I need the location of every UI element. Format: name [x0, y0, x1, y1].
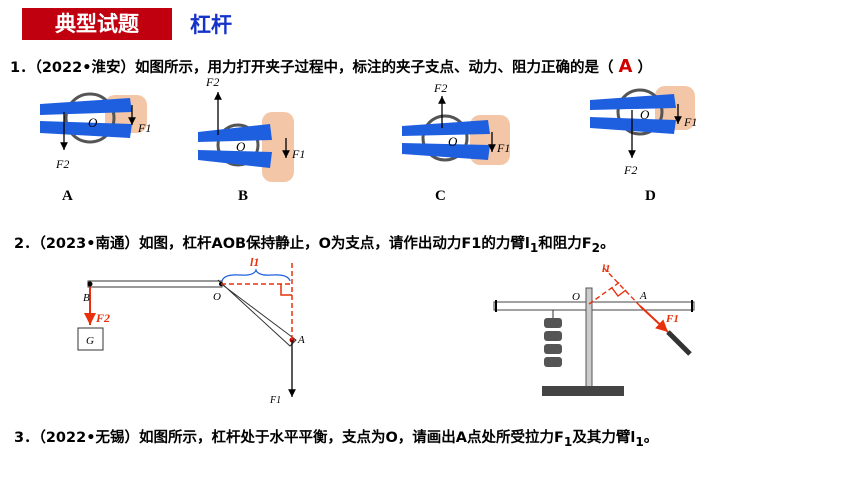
q1-answer: A — [618, 56, 633, 77]
option-d-label: D — [645, 188, 656, 204]
weight-label: G — [86, 335, 94, 347]
q2-sub1: 1 — [529, 240, 539, 255]
right-angle-mark-q2 — [280, 284, 292, 296]
f2-label-b: F2 — [205, 75, 219, 89]
finger-b — [262, 112, 294, 182]
option-b-label: B — [238, 188, 249, 204]
q3-end: 。 — [643, 430, 659, 446]
q1-number: 1． — [10, 60, 35, 76]
clip-jaw-top-a — [40, 98, 132, 115]
lever-arm-oa — [217, 279, 297, 347]
l1-label-q2b: l1 — [602, 263, 611, 275]
spring-d — [616, 88, 664, 136]
clip-figure-c: O F1 F2 — [402, 81, 510, 165]
weight-4 — [544, 357, 562, 367]
lever-stand-figure: O A l1 F1 — [493, 263, 695, 396]
clip-jaw-bottom-d — [590, 117, 676, 134]
q2-end: 。 — [600, 236, 615, 252]
question-3: 3．（2022•无锡）如图所示，杠杆处于水平平衡，支点为O，请画出A点处所受拉力… — [14, 426, 658, 449]
clip-jaw-top-c — [402, 120, 490, 136]
point-b-label: B — [83, 292, 90, 304]
pivot-label-c: O — [448, 134, 458, 149]
q3-mid: 及其力臂l — [572, 430, 636, 446]
q2-mid: 和阻力F — [538, 236, 592, 252]
point-b — [87, 281, 93, 287]
question-2: 2．（2023•南通）如图，杠杆AOB保持静止，O为支点，请作出动力F1的力臂l… — [14, 232, 615, 255]
q1-text: （2022•淮安）如图所示，用力打开夹子过程中，标注的夹子支点、动力、阻力正确的… — [34, 60, 614, 76]
weight-3 — [544, 344, 562, 354]
f1-arrow-q2b — [639, 305, 669, 333]
clip-figure-b: O F1 F2 — [198, 75, 305, 182]
lever-arm-l1-q2b — [588, 281, 621, 305]
option-c-label: C — [435, 188, 446, 204]
q2-number: 2． — [14, 236, 39, 252]
weight-2 — [544, 331, 562, 341]
spring-scale — [666, 330, 692, 356]
f2-label-q2: F2 — [95, 311, 110, 325]
stand-base — [542, 386, 624, 396]
f2-label-d: F2 — [623, 163, 637, 177]
clip-jaw-top-d — [590, 94, 676, 110]
spring-a — [64, 92, 116, 144]
lever-aob-figure: G B O A F1 F2 l1 — [77, 255, 305, 406]
right-angle-mark-q2b — [611, 287, 627, 297]
f1-label-a: F1 — [137, 121, 151, 135]
q3-sub2: 1 — [635, 434, 644, 449]
point-a-label: A — [297, 334, 305, 346]
topic-title: 杠杆 — [190, 13, 232, 37]
section-badge: 典型试题 — [22, 8, 172, 40]
weight-g — [77, 327, 104, 351]
f1-label-q2: F1 — [269, 395, 281, 406]
f1-label-b: F1 — [291, 147, 305, 161]
f2-label-c: F2 — [433, 81, 447, 95]
point-a-label-q2b: A — [639, 290, 647, 302]
q3-text: （2022•无锡）如图所示，杠杆处于水平平衡，支点为O，请画出A点处所受拉力F — [38, 430, 564, 446]
l1-label-q2: l1 — [250, 255, 259, 269]
point-o-label-q2b: O — [572, 291, 580, 303]
clip-jaw-bottom-c — [402, 143, 490, 160]
f1-label-c: F1 — [496, 141, 510, 155]
option-a-label: A — [62, 188, 73, 204]
clip-jaw-top-b — [198, 124, 272, 142]
pivot-label-d: O — [640, 107, 650, 122]
q1-close: ） — [637, 60, 653, 76]
question-1: 1．（2022•淮安）如图所示，用力打开夹子过程中，标注的夹子支点、动力、阻力正… — [10, 56, 652, 77]
clip-figure-a: O F1 F2 — [40, 92, 151, 171]
lever-arm-ob — [87, 280, 223, 288]
q2-sub2: 2 — [591, 240, 601, 255]
clip-jaw-bottom-a — [40, 121, 132, 138]
spring-b — [216, 123, 260, 167]
pivot-label-b: O — [236, 139, 246, 154]
f1-label-d: F1 — [683, 115, 697, 129]
clip-jaw-bottom-b — [198, 150, 272, 168]
spring-c — [421, 114, 469, 162]
pivot-label-a: O — [88, 115, 98, 130]
f2-label-a: F2 — [55, 157, 69, 171]
q3-number: 3． — [14, 430, 39, 446]
f1-label-q2b: F1 — [665, 313, 679, 325]
point-o-label: O — [213, 291, 221, 303]
q2-text: （2023•南通）如图，杠杆AOB保持静止，O为支点，请作出动力F1的力臂l — [38, 236, 530, 252]
weight-1 — [544, 318, 562, 328]
q3-sub1: 1 — [563, 434, 573, 449]
lever-beam — [493, 301, 695, 311]
f1-extension-q2b — [601, 265, 641, 307]
brace-l1-q2 — [221, 268, 291, 282]
clip-figure-d: O F1 F2 — [590, 86, 697, 177]
